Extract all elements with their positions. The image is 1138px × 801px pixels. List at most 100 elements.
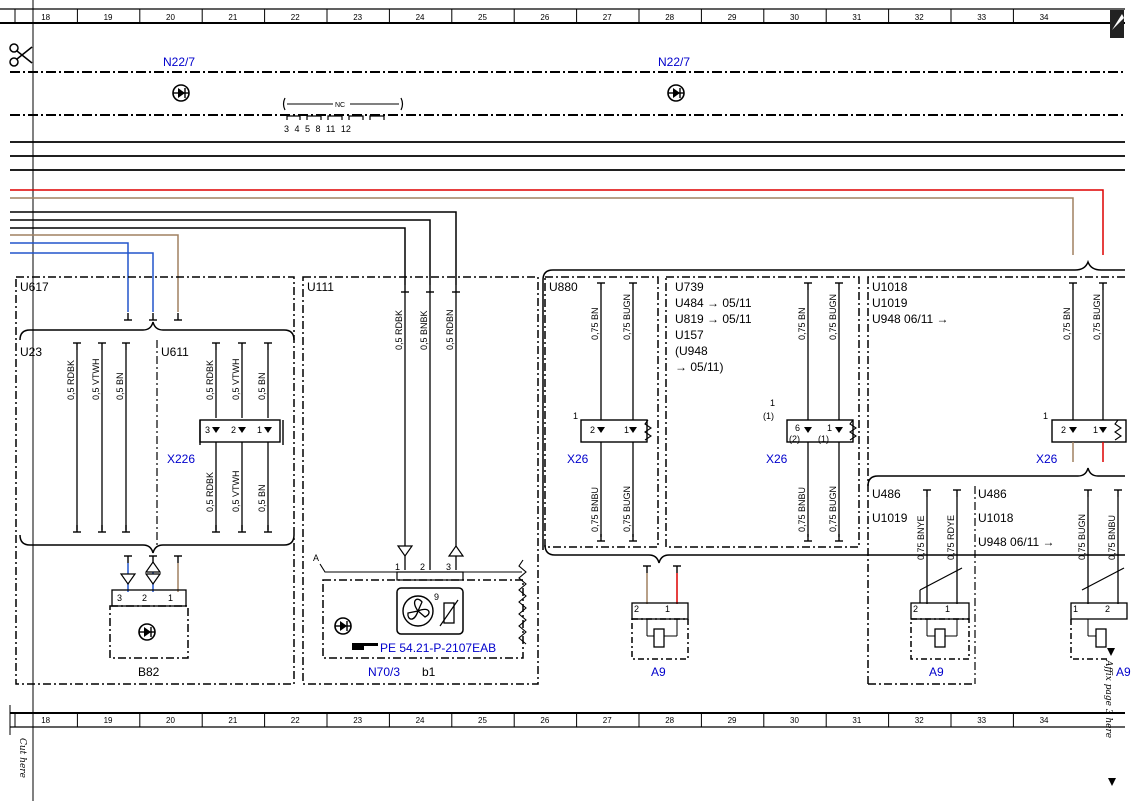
- ruler-number: 20: [166, 716, 175, 725]
- x26-connector: 1 (1) 6 (2) 1 (1): [763, 398, 857, 444]
- wire-label: 0,5 RDBK: [205, 472, 215, 512]
- ruler-number: 18: [41, 716, 50, 725]
- wire-label: 0,75 BN: [797, 307, 807, 340]
- zone-note-line: U1018: [872, 280, 908, 294]
- ruler-bottom: [10, 712, 1125, 728]
- ruler-number: 32: [915, 716, 924, 725]
- svg-text:1: 1: [1043, 411, 1048, 421]
- b82-component: [109, 605, 189, 659]
- svg-text:2: 2: [913, 604, 918, 614]
- diode-icon: [667, 84, 685, 102]
- zone-u617-label: U617: [20, 280, 49, 294]
- zone-u880: [544, 276, 659, 548]
- wire-label: 0,75 BNYE: [916, 515, 926, 560]
- ruler-number: 34: [1040, 13, 1049, 22]
- wire-label: 0,75 BUGN: [1092, 294, 1102, 340]
- zone-note-line: U486: [872, 487, 901, 501]
- wire-label: 0,5 BN: [257, 484, 267, 512]
- a9-connector: 1 2: [1070, 602, 1128, 620]
- cut-here-note: Cut here: [17, 738, 27, 778]
- ruler-number: 26: [540, 716, 549, 725]
- scissors-icon: [9, 43, 33, 67]
- nc-pins: 3 4 5 8 11 12: [284, 124, 351, 134]
- ruler-number: 30: [790, 13, 799, 22]
- x26-label: X26: [1036, 452, 1058, 466]
- page-corner-icon: [1110, 10, 1124, 38]
- svg-text:A: A: [313, 553, 319, 563]
- ruler-number: 22: [291, 13, 300, 22]
- a9-truncated-label: A9: [1116, 665, 1131, 679]
- wire-label: 0,75 BNBU: [797, 487, 807, 532]
- fan-icon: [396, 587, 464, 635]
- svg-text:1: 1: [573, 411, 578, 421]
- wire-label: 0,75 BNBU: [590, 487, 600, 532]
- wire-label: 0,75 BNBU: [1107, 515, 1117, 560]
- wire-label: 0,5 RDBN: [445, 309, 455, 350]
- svg-text:1: 1: [257, 425, 262, 435]
- ruler-number: 19: [104, 13, 113, 22]
- wire-label: 0,5 VTWH: [231, 470, 241, 512]
- a9-connector: 2 1: [631, 602, 689, 620]
- svg-text:(1): (1): [763, 411, 774, 421]
- zone-note-line: U948 06/11 →: [978, 535, 1055, 549]
- ruler-number: 31: [852, 13, 861, 22]
- ruler-number: 26: [540, 13, 549, 22]
- wire-label: 0,75 BN: [590, 307, 600, 340]
- n70-3-label: N70/3: [368, 665, 400, 679]
- ruler-number: 29: [728, 13, 737, 22]
- svg-text:1: 1: [665, 604, 670, 614]
- ruler-number: 23: [353, 13, 362, 22]
- b82-label: B82: [138, 665, 160, 679]
- wire-label: 0,5 VTWH: [231, 358, 241, 400]
- zone-u617: [15, 276, 295, 685]
- zone-note-line: → 05/11): [675, 360, 723, 374]
- x26-connector: 1 2 1: [1043, 411, 1127, 443]
- ruler-number: 21: [228, 13, 237, 22]
- wire-label: 0,5 RDBK: [66, 360, 76, 400]
- wire-label: 0,5 RDBK: [205, 360, 215, 400]
- a9-label: A9: [651, 665, 666, 679]
- ruler-number: 24: [416, 13, 425, 22]
- ruler-number: 25: [478, 716, 487, 725]
- ruler-number: 23: [353, 716, 362, 725]
- zone-u111: [302, 276, 539, 685]
- x26-connector: 1 2 1: [573, 411, 652, 443]
- ruler-number: 32: [915, 13, 924, 22]
- zone-note-line: U948 06/11 →: [872, 312, 949, 326]
- a9-connector: 2 1: [910, 602, 970, 620]
- svg-text:3: 3: [117, 593, 122, 603]
- zone-u880-label: U880: [549, 280, 578, 294]
- diode-icon: [334, 617, 352, 635]
- zone-u111-label: U111: [307, 280, 334, 294]
- nc-connector: NC 3 4 5 8 11 12: [282, 97, 404, 134]
- pe-reference-link[interactable]: PE 54.21-P-2107EAB: [380, 641, 496, 655]
- b82-connector: 3 2 1: [111, 589, 187, 607]
- wire-label: 0,5 BN: [257, 372, 267, 400]
- ruler-number: 28: [665, 716, 674, 725]
- svg-text:1: 1: [168, 593, 173, 603]
- ruler-top: [0, 8, 1125, 24]
- svg-text:6: 6: [795, 423, 800, 433]
- n22-7-left-label: N22/7: [163, 55, 195, 69]
- x26-label: X26: [766, 452, 788, 466]
- x226-label: X226: [167, 452, 195, 466]
- ruler-number: 33: [977, 716, 986, 725]
- zone-u23-label: U23: [20, 345, 42, 359]
- ruler-number: 27: [603, 716, 612, 725]
- zone-note-line: U819 → 05/11: [675, 312, 752, 326]
- svg-text:1: 1: [1093, 425, 1098, 435]
- svg-text:2: 2: [1105, 604, 1110, 614]
- wire-label: 0,75 BUGN: [622, 486, 632, 532]
- svg-text:1: 1: [395, 562, 400, 572]
- svg-text:9: 9: [434, 592, 439, 602]
- ruler-number: 30: [790, 716, 799, 725]
- ruler-number: 25: [478, 13, 487, 22]
- x26-label: X26: [567, 452, 589, 466]
- n70-3-component: [322, 579, 524, 659]
- ruler-number: 28: [665, 13, 674, 22]
- svg-text:3: 3: [205, 425, 210, 435]
